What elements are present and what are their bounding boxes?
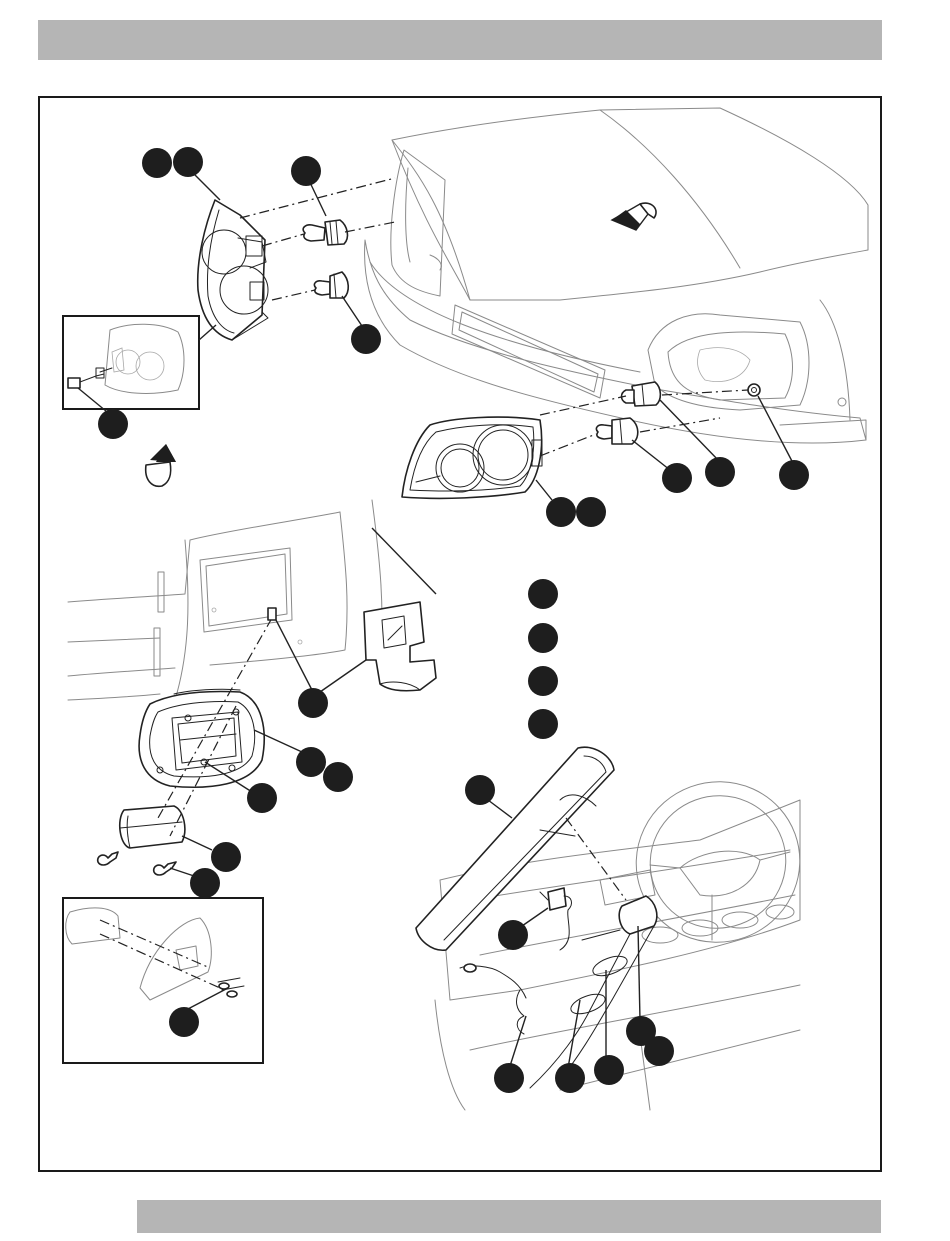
taillight-bulb-detail bbox=[63, 898, 263, 1063]
callout-20 bbox=[211, 842, 241, 872]
callout-12 bbox=[528, 623, 558, 653]
right-headlight-bulb-low bbox=[596, 418, 637, 444]
vehicle-dash-steering bbox=[435, 759, 822, 1110]
callout-23 bbox=[169, 1007, 199, 1037]
callout-28 bbox=[594, 1055, 624, 1085]
callout-18 bbox=[247, 783, 277, 813]
forward-arrow-hood bbox=[612, 203, 656, 230]
callout-26 bbox=[494, 1063, 524, 1093]
callout-6 bbox=[662, 463, 692, 493]
callout-8 bbox=[779, 460, 809, 490]
callout-14 bbox=[528, 709, 558, 739]
callout-11 bbox=[528, 579, 558, 609]
callout-10 bbox=[576, 497, 606, 527]
steering-column-switch bbox=[530, 896, 657, 1088]
taillight-mounting-clip bbox=[268, 602, 436, 691]
vehicle-rear-body bbox=[68, 500, 382, 700]
footer-bar bbox=[137, 1200, 881, 1233]
taillight-screw-a bbox=[98, 852, 118, 865]
callout-22 bbox=[498, 920, 528, 950]
callout-9 bbox=[546, 497, 576, 527]
right-headlight-socket-nut bbox=[748, 384, 760, 396]
left-headlight-bulb-low bbox=[314, 272, 348, 298]
headlight-connector-detail bbox=[63, 316, 199, 409]
callout-17 bbox=[323, 762, 353, 792]
right-headlight-bulb-high bbox=[622, 382, 661, 406]
callout-4 bbox=[351, 324, 381, 354]
vehicle-front-body bbox=[365, 108, 868, 443]
right-headlight-assembly bbox=[402, 417, 542, 498]
callout-1 bbox=[142, 148, 172, 178]
callout-2 bbox=[173, 147, 203, 177]
callout-3 bbox=[291, 156, 321, 186]
callout-27 bbox=[555, 1063, 585, 1093]
dash-cover-trim bbox=[416, 747, 614, 950]
left-headlight-assembly bbox=[198, 200, 268, 340]
callout-19 bbox=[465, 775, 495, 805]
forward-arrow-left bbox=[146, 444, 176, 486]
callout-13 bbox=[528, 666, 558, 696]
callout-5 bbox=[98, 409, 128, 439]
callout-21 bbox=[190, 868, 220, 898]
callout-15 bbox=[298, 688, 328, 718]
callout-7 bbox=[705, 457, 735, 487]
left-headlight-bulb-high bbox=[303, 220, 347, 245]
callout-25 bbox=[644, 1036, 674, 1066]
wiring-harness bbox=[460, 964, 526, 1034]
callout-16 bbox=[296, 747, 326, 777]
